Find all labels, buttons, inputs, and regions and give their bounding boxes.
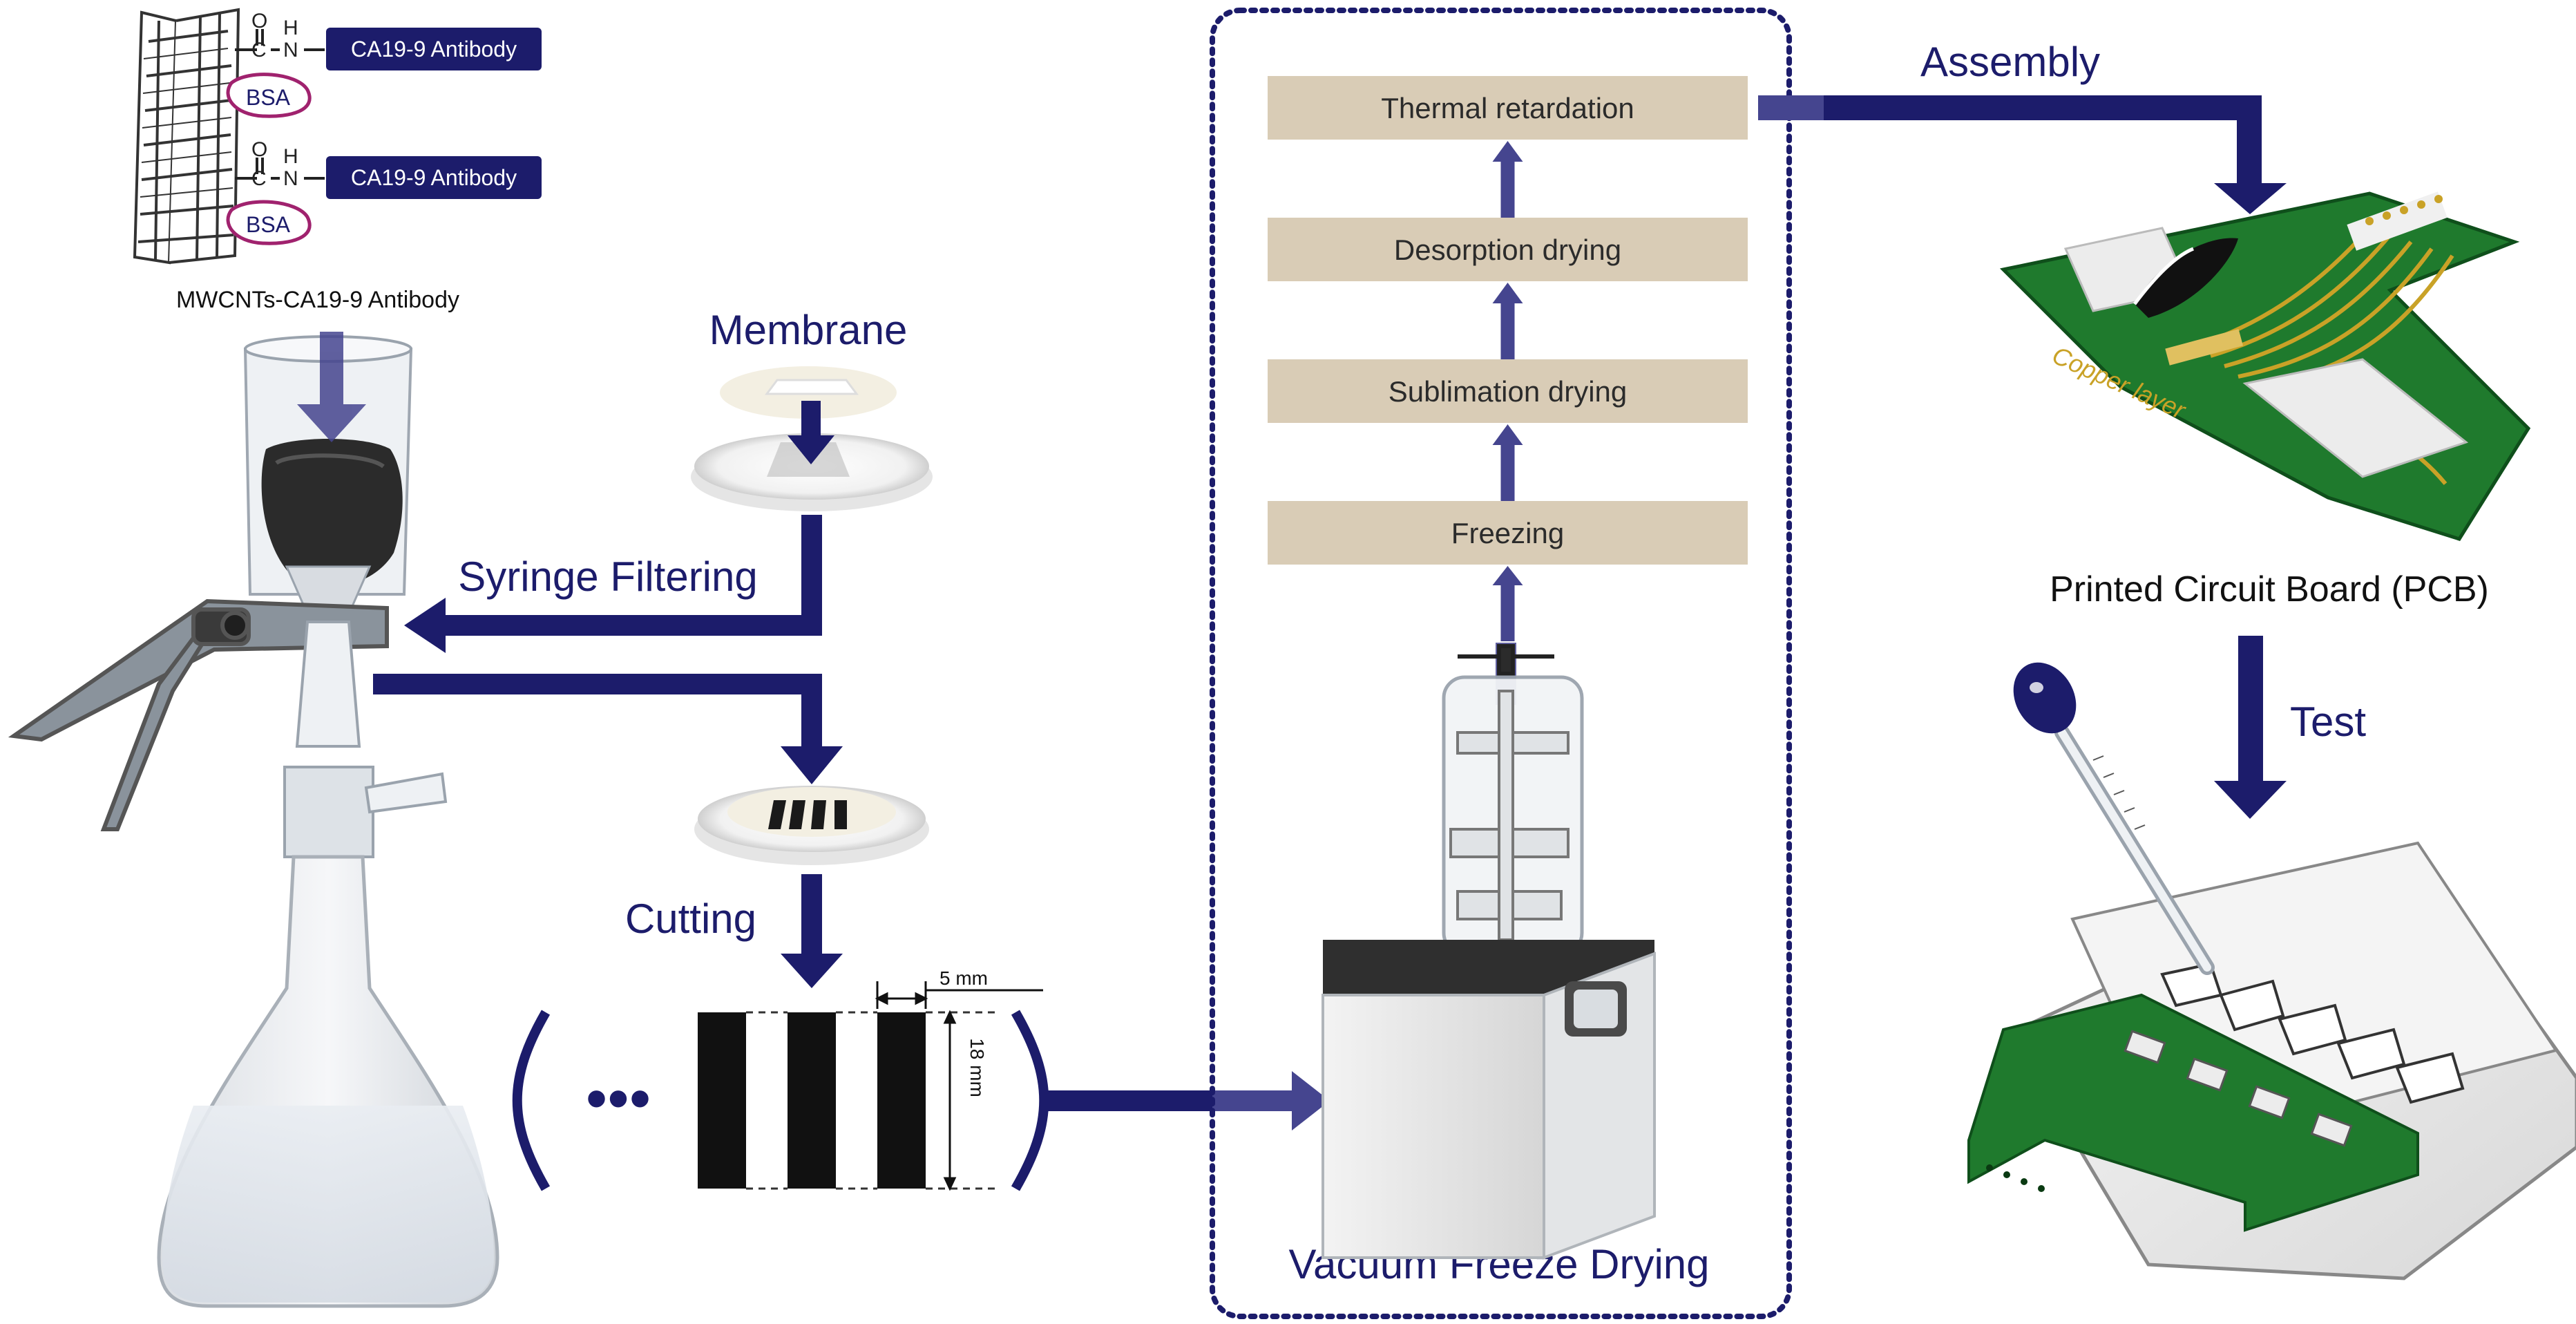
syringe-filter-arrow	[404, 515, 822, 653]
flask-joint	[283, 766, 374, 858]
chem-H-1: H	[283, 17, 298, 39]
strip-group: ••• 5 mm 18 mm	[512, 967, 1049, 1191]
bsa-loop-icon	[226, 73, 312, 118]
pcb-caption: Printed Circuit Board (PCB)	[2050, 569, 2489, 609]
freeze-step-label: Desorption drying	[1394, 234, 1621, 266]
bsa-label-2: BSA	[246, 212, 291, 237]
flask-neck	[295, 621, 361, 748]
side-arm	[364, 772, 448, 814]
nanotube-icon	[133, 8, 240, 265]
freeze-step-label: Sublimation drying	[1389, 375, 1628, 408]
step-arrow-shaft	[1500, 584, 1515, 641]
freeze-step-box	[1268, 76, 1748, 140]
chem-N-2: N	[283, 167, 298, 190]
step-arrow-head	[1492, 566, 1523, 585]
freeze-step-box	[1268, 501, 1748, 565]
chem-N-1: N	[283, 39, 298, 62]
to-cut-arrow	[373, 674, 843, 784]
nanotube-conjugate: O C N H CA19-9 Antibody BSA O C N H CA19…	[133, 8, 542, 313]
bsa-label-1: BSA	[246, 85, 291, 110]
test-arrow	[2214, 636, 2287, 819]
chem-C-1: C	[251, 39, 267, 62]
down-arrow-membrane	[788, 401, 834, 464]
freeze-step-label: Thermal retardation	[1381, 92, 1634, 124]
down-arrow-into-funnel	[297, 332, 366, 442]
conjugate-caption: MWCNTs-CA19-9 Antibody	[176, 287, 459, 313]
membrane-disc-icon	[691, 366, 933, 511]
chem-C-2: C	[251, 167, 267, 190]
antibody-box-1	[326, 28, 542, 70]
chem-O-2: O	[251, 138, 267, 161]
freeze-drying-frame	[1210, 8, 1792, 1319]
pcb-board-icon	[1999, 191, 2531, 541]
amide-linker-1	[235, 29, 325, 51]
assembly-label: Assembly	[1920, 39, 2100, 85]
electrode-strip	[698, 1012, 746, 1189]
test-device-icon	[1967, 841, 2576, 1280]
step-arrow-shaft	[1500, 442, 1515, 501]
cut-membrane-disc-icon	[694, 786, 929, 865]
strip-ellipsis: •••	[586, 1064, 651, 1133]
test-label: Test	[2290, 699, 2366, 745]
antibody-label-2: CA19-9 Antibody	[351, 165, 517, 190]
freeze-step-box	[1268, 359, 1748, 423]
clamp-icon	[8, 598, 389, 831]
down-arrow-cutting	[781, 874, 843, 988]
electrode-strip	[877, 1012, 926, 1189]
step-arrow-head	[1492, 283, 1523, 303]
dimension-markers	[875, 981, 1043, 1191]
right-paren	[1011, 1010, 1049, 1191]
step-arrow-head	[1492, 424, 1523, 445]
cutting-label: Cutting	[625, 896, 756, 942]
filter-apparatus	[8, 332, 499, 1308]
syringe-label: Syringe Filtering	[458, 554, 758, 600]
to-freeze-arrow	[1043, 1071, 1330, 1131]
amide-linker-2	[235, 158, 325, 180]
freeze-dryer-icon	[1322, 643, 1656, 1260]
assembly-arrow	[1758, 95, 2287, 214]
width-dim-label: 5 mm	[939, 967, 988, 989]
left-paren	[512, 1010, 551, 1191]
filter-funnel-icon	[243, 335, 413, 623]
antibody-box-2	[326, 156, 542, 199]
step-arrow-shaft	[1500, 301, 1515, 359]
electrode-strip	[788, 1012, 836, 1189]
step-arrow-shaft	[1500, 159, 1515, 218]
membrane-label: Membrane	[709, 307, 908, 353]
step-arrow-head	[1492, 141, 1523, 162]
chem-O-1: O	[251, 10, 267, 32]
chem-H-2: H	[283, 145, 298, 168]
height-dim-label: 18 mm	[966, 1038, 988, 1097]
freeze-step-label: Freezing	[1451, 517, 1564, 549]
bsa-loop-icon	[226, 200, 312, 245]
flask-liquid	[162, 1106, 494, 1303]
pipette-icon	[2013, 662, 2215, 975]
antibody-label-1: CA19-9 Antibody	[351, 37, 517, 62]
freeze-step-box	[1268, 218, 1748, 281]
